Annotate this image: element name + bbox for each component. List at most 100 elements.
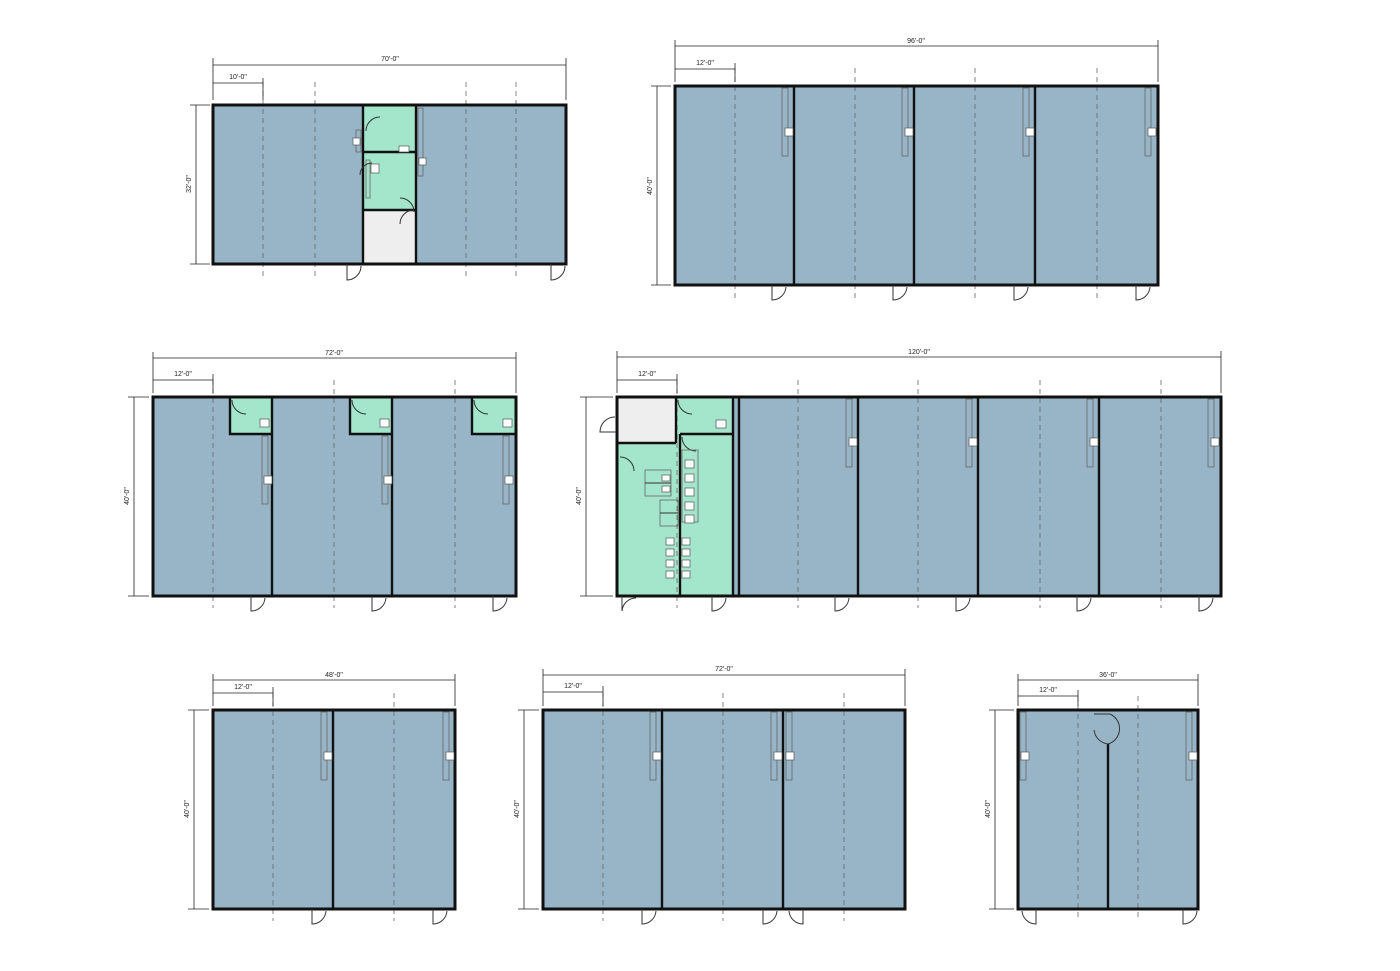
door-swing-icon	[550, 264, 566, 281]
overall-depth-label: 40'-0"	[514, 800, 521, 818]
counter-icon	[845, 398, 853, 468]
counter-icon	[381, 435, 389, 505]
urinal-icon	[681, 537, 691, 546]
double-door-swing-icon	[1093, 713, 1120, 745]
door-swing-icon	[599, 416, 616, 433]
exterior-doors	[311, 909, 448, 925]
door-swing-icon	[473, 399, 489, 415]
door-swing-icon	[311, 909, 327, 925]
counter-icon	[261, 435, 269, 505]
overall-depth-label: 40'-0"	[985, 800, 992, 818]
door-swing-icon	[1013, 285, 1029, 301]
door-swing-icon	[231, 399, 247, 415]
floor-plan-120x40: 120'-0" 12'-0" 40'-0"	[576, 349, 1223, 612]
exterior-wall	[541, 708, 907, 911]
sink-icon	[848, 437, 858, 447]
door-swing-icon	[711, 596, 727, 612]
urinal-icon	[681, 548, 691, 557]
overall-width-label: 72'-0"	[715, 666, 733, 673]
floor-plan-48x40: 48'-0" 12'-0" 40'-0"	[184, 672, 457, 925]
wall-fixtures	[320, 711, 455, 781]
exterior-doors	[771, 285, 1151, 301]
urinal-icon	[681, 570, 691, 579]
entry-vestibule	[617, 397, 676, 443]
overall-depth-label: 40'-0"	[576, 487, 583, 505]
counter-icon	[1207, 398, 1215, 468]
door-swing-icon	[955, 596, 971, 612]
overall-depth-label: 40'-0"	[647, 177, 654, 195]
interior-walls	[617, 397, 1101, 596]
interior-walls	[792, 86, 1037, 285]
wall-fixtures	[781, 87, 1157, 157]
door-swing-icon	[1076, 596, 1092, 612]
restroom-1	[230, 397, 272, 434]
door-swing-icon	[1135, 285, 1151, 301]
exterior-wall	[615, 395, 1223, 598]
sink-icon	[968, 437, 978, 447]
sink-icon	[323, 751, 333, 761]
dimensions: 72'-0" 12'-0" 40'-0"	[124, 350, 517, 597]
sink-icon	[383, 475, 393, 485]
exterior-wall	[211, 103, 568, 266]
urinal-icon	[665, 570, 675, 579]
counter-icon	[417, 107, 424, 177]
module-lines	[272, 693, 395, 921]
exterior-doors	[641, 909, 804, 925]
sink-icon	[1025, 127, 1035, 137]
sink-icon	[773, 751, 783, 761]
classrooms-area	[543, 710, 905, 909]
overall-width-label: 120'-0"	[908, 349, 930, 356]
toilet-icon	[684, 514, 695, 524]
toilet-icon	[502, 418, 513, 428]
toilet-icon	[715, 419, 727, 429]
module-lines	[734, 68, 1098, 298]
sink-icon	[504, 475, 514, 485]
overall-depth-label: 40'-0"	[184, 800, 191, 818]
dimensions: 72'-0" 12'-0" 40'-0"	[514, 666, 906, 910]
sink-icon	[1147, 127, 1157, 137]
module-width-label: 10'-0"	[229, 74, 247, 81]
door-swing-icon	[492, 596, 508, 612]
toilet-icon	[684, 501, 695, 511]
counter-icon	[965, 398, 973, 468]
module-lines	[602, 693, 845, 921]
interior-walls	[361, 105, 418, 264]
door-swing-icon	[432, 909, 448, 925]
toilet-icon	[661, 474, 671, 482]
overall-width-label: 96'-0"	[907, 38, 925, 45]
counter-icon	[365, 159, 371, 199]
module-width-label: 12'-0"	[1039, 687, 1057, 694]
counter-icon	[442, 711, 450, 781]
door-swing-icon	[641, 909, 657, 925]
dimensions: 48'-0" 12'-0" 40'-0"	[184, 672, 456, 910]
dimensions: 36'-0" 12'-0" 40'-0"	[985, 672, 1199, 910]
overall-depth-label: 32'-0"	[186, 175, 193, 193]
door-swing-icon	[1021, 909, 1037, 925]
urinal-icon	[665, 548, 675, 557]
urinal-icon	[681, 559, 691, 568]
sink-icon	[904, 127, 914, 137]
counter-icon	[901, 87, 909, 157]
floor-plan-96x40: 96'-0" 12'-0" 40'-0"	[647, 38, 1160, 301]
restroom-fixtures	[352, 107, 427, 225]
floor-plan-36x40: 36'-0" 12'-0" 40'-0"	[985, 672, 1200, 925]
restroom-fixtures	[599, 398, 1220, 579]
exterior-doors	[346, 264, 566, 281]
sink-icon	[1188, 751, 1198, 761]
sink-icon	[352, 137, 361, 146]
dimensions: 120'-0" 12'-0" 40'-0"	[576, 349, 1222, 597]
toilet-icon	[684, 459, 695, 469]
overall-depth-label: 40'-0"	[124, 487, 131, 505]
sink-icon	[1089, 437, 1099, 447]
counter-icon	[1022, 87, 1030, 157]
restroom-block	[617, 443, 733, 596]
counter-icon	[781, 87, 789, 157]
counter-icon	[1144, 87, 1152, 157]
sink-icon	[1020, 751, 1030, 761]
door-swing-icon	[346, 264, 362, 281]
toilet-icon	[398, 145, 410, 153]
wall-fixtures	[1019, 711, 1198, 781]
exterior-doors	[621, 596, 1214, 612]
counter-icon	[1185, 711, 1193, 781]
